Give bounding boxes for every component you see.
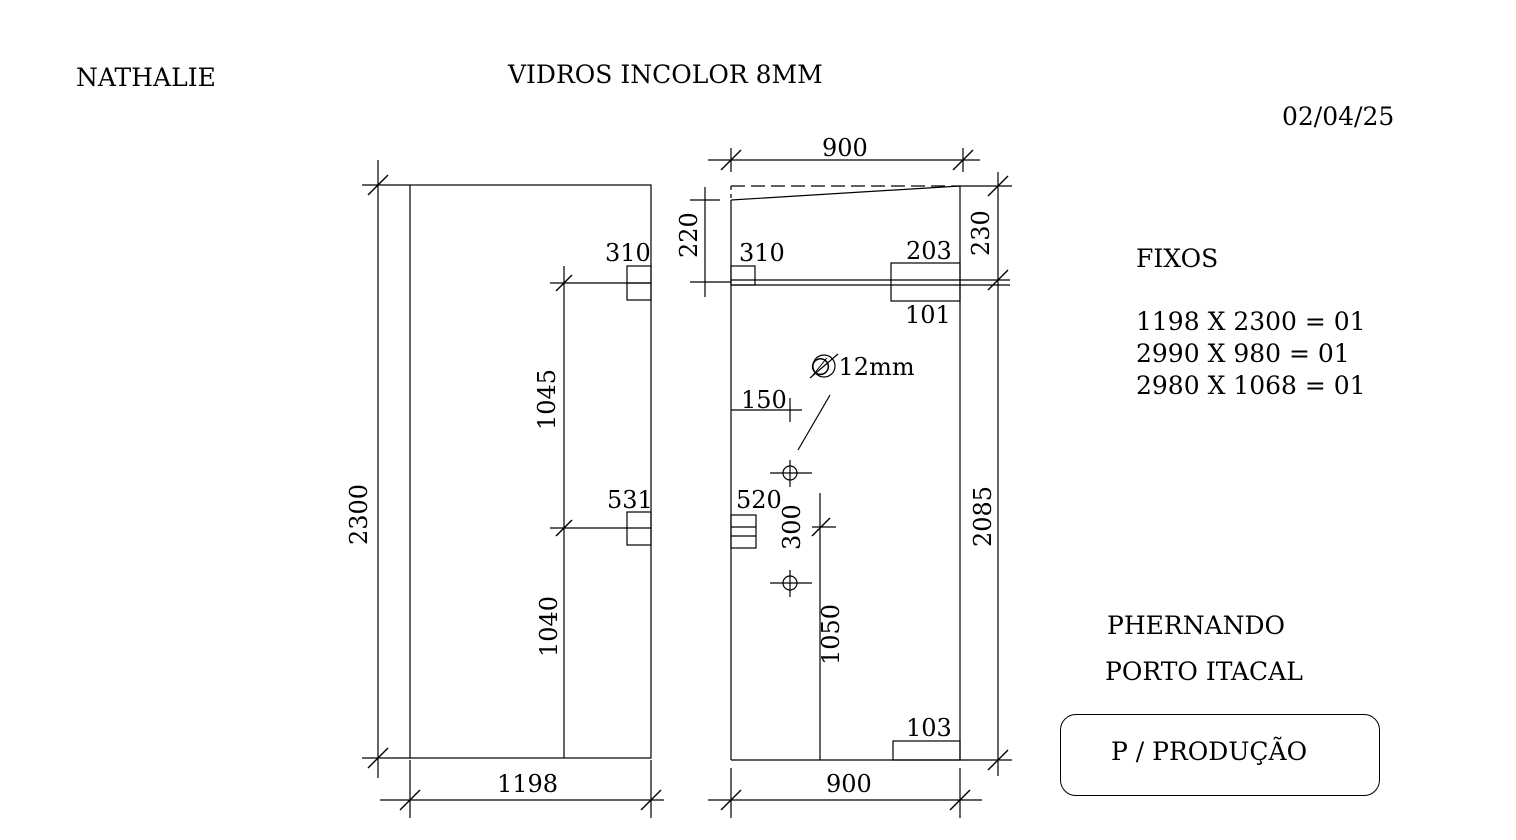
- left-dim-upper-label: 1045: [533, 369, 561, 430]
- right-tick: [987, 749, 1009, 771]
- left-width-label: 1198: [497, 770, 558, 798]
- right-bottom-cutout: [892, 740, 961, 761]
- left-tick: [555, 274, 573, 292]
- left-hinge-mid-label: 531: [607, 486, 653, 514]
- fixos-list: 1198 X 2300 = 01 2990 X 980 = 01 2980 X …: [1136, 306, 1366, 402]
- right-hinge-mid-label: 520: [736, 486, 782, 514]
- hole-spacing-label: 300: [778, 504, 806, 550]
- right-left-top-height-label: 220: [675, 212, 703, 258]
- right-tick: [952, 149, 974, 171]
- fixos-item: 2980 X 1068 = 01: [1136, 371, 1366, 400]
- hole-diameter-label: ∅ 12mm: [810, 353, 915, 381]
- left-tick: [640, 789, 662, 811]
- left-hinge-top-label: 310: [605, 239, 651, 267]
- client-name: NATHALIE: [76, 63, 216, 92]
- left-tick: [399, 789, 421, 811]
- location-name: PORTO ITACAL: [1105, 657, 1303, 686]
- left-tick: [367, 747, 389, 769]
- fixos-heading: FIXOS: [1136, 244, 1219, 273]
- right-cut-top-right-below-label: 101: [905, 301, 951, 329]
- hole-leader-line: [797, 394, 831, 451]
- right-tick: [987, 175, 1009, 197]
- right-bottom-width-label: 900: [826, 770, 872, 798]
- right-cut-bottom-label: 103: [906, 714, 952, 742]
- diameter-symbol-icon: [812, 354, 836, 378]
- right-tick: [949, 789, 971, 811]
- right-hinge-mid-cutout: [730, 514, 757, 549]
- fixos-item: 1198 X 2300 = 01: [1136, 307, 1366, 336]
- right-cut-top-left-label: 310: [739, 239, 785, 267]
- right-height-label: 2085: [969, 486, 997, 547]
- drawing-date: 02/04/25: [1282, 102, 1395, 131]
- production-stamp-label: P / PRODUÇÃO: [1111, 737, 1308, 766]
- right-top-left-cutout: [730, 265, 756, 286]
- right-tick: [987, 269, 1009, 291]
- left-glass-outline: [409, 184, 652, 759]
- right-glass-slanted-top: [730, 185, 961, 201]
- right-cut-top-right-label: 203: [906, 237, 952, 265]
- right-dim-lower-label: 1050: [817, 604, 845, 665]
- designer-name: PHERNANDO: [1107, 611, 1286, 640]
- right-tick: [720, 149, 742, 171]
- production-stamp: P / PRODUÇÃO: [1060, 714, 1380, 796]
- left-panel: 310 531 1045 1040 2300 1198: [345, 160, 664, 818]
- right-top-width-label: 900: [822, 134, 868, 162]
- right-tick: [720, 789, 742, 811]
- right-panel: 900 900 2085 230 220 310 203 101 ∅ 12mm …: [675, 134, 1012, 818]
- left-tick: [367, 174, 389, 196]
- right-top-right-cutout: [890, 262, 961, 302]
- right-top-height-label: 230: [967, 210, 995, 256]
- fixos-item: 2990 X 980 = 01: [1136, 339, 1350, 368]
- drawing-title: VIDROS INCOLOR 8MM: [508, 60, 823, 89]
- hole-offset-label: 150: [741, 386, 787, 414]
- left-dim-lower-label: 1040: [535, 596, 563, 657]
- left-height-label: 2300: [345, 484, 373, 545]
- left-tick: [555, 519, 573, 537]
- diameter-symbol-slash: [809, 353, 839, 379]
